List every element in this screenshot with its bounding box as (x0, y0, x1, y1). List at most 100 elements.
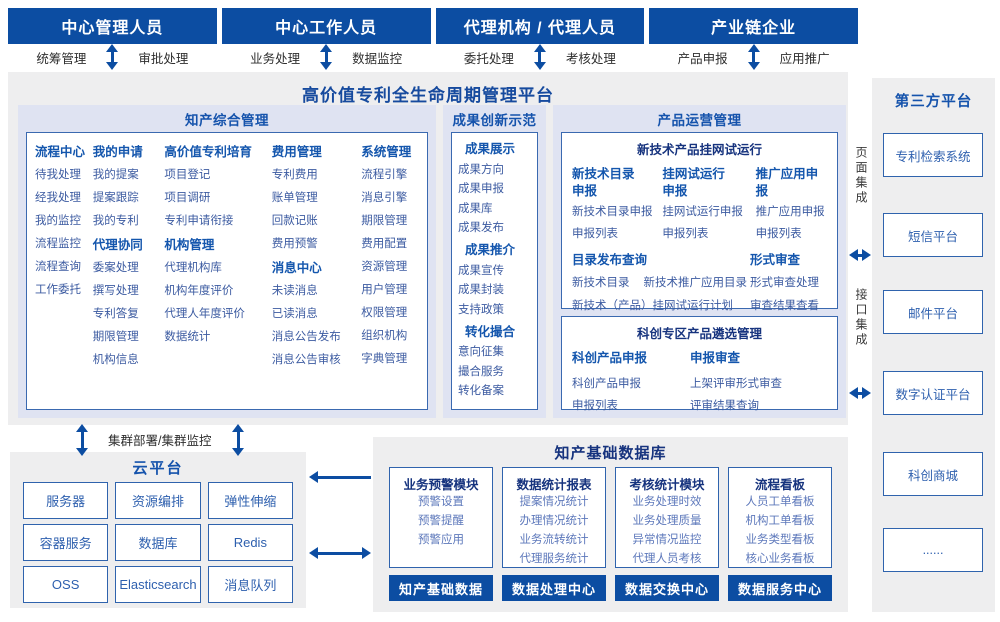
menu-item: 转化备案 (458, 385, 504, 398)
achievement-list: 成果展示成果方向成果申报成果库成果发布成果推介成果宣传成果封装支持政策转化撮合意… (452, 133, 537, 400)
third-party-panel: 第三方平台 专利检索系统短信平台邮件平台数字认证平台科创商城...... (872, 78, 995, 612)
menu-item: 消息引擎 (361, 191, 408, 204)
role-header: 中心管理人员 (8, 8, 217, 44)
menu-item: 专利申请衔接 (164, 214, 234, 227)
cloud-service-box: 容器服务 (23, 524, 109, 561)
cloud-service-box: OSS (23, 566, 109, 603)
db-center-bar: 数据服务中心 (728, 575, 832, 601)
db-module-box: 业务预警模块预警设置预警提醒预警应用 (389, 467, 493, 568)
menu-item: 评审结果查询 (690, 400, 759, 412)
cloud-service-box: 数据库 (115, 524, 201, 561)
ip-base-database-container: 知产基础数据库 业务预警模块预警设置预警提醒预警应用知产基础数据数据统计报表提案… (373, 437, 848, 612)
top-role-row: 中心管理人员统筹管理审批处理中心工作人员业务处理数据监控代理机构 / 代理人员委… (8, 8, 858, 70)
menu-group-header: 流程中心 (35, 144, 86, 159)
formal-review-items: 形式审查处理审查结果查看 (750, 270, 827, 316)
role-labels: 业务处理数据监控 (222, 44, 431, 70)
role-header: 产业链企业 (649, 8, 858, 44)
cloud-service-box: Elasticsearch (115, 566, 201, 603)
role-labels: 统筹管理审批处理 (8, 44, 217, 70)
menu-item: 消息公告审核 (271, 353, 341, 366)
cloud-service-box: 服务器 (23, 482, 109, 519)
menu-item: 项目调研 (164, 191, 211, 204)
menu-item: 撮合服务 (458, 365, 504, 378)
menu-item: 专利答复 (92, 307, 139, 320)
db-module-item: 业务处理时效 (632, 496, 702, 508)
section-achievement-demo: 成果创新示范 成果展示成果方向成果申报成果库成果发布成果推介成果宣传成果封装支持… (443, 105, 546, 418)
menu-group-header: 我的申请 (92, 144, 143, 159)
db-column: 业务预警模块预警设置预警提醒预警应用知产基础数据 (389, 467, 493, 601)
db-module-item: 预警设置 (418, 496, 464, 508)
prod-column: 科创产品申报科创产品申报申报列表 (572, 346, 690, 416)
menu-item: 期限管理 (361, 214, 408, 227)
cloud-service-box: 弹性伸缩 (207, 482, 293, 519)
third-party-box: 短信平台 (883, 213, 983, 257)
db-module-item: 代理服务统计 (519, 553, 589, 565)
achievement-box: 成果展示成果方向成果申报成果库成果发布成果推介成果宣传成果封装支持政策转化撮合意… (451, 132, 538, 410)
menu-item: 成果宣传 (458, 264, 504, 277)
db-module-item: 办理情况统计 (519, 515, 589, 527)
role-double-arrow-icon (320, 44, 333, 70)
menu-item: 撰写处理 (92, 284, 139, 297)
menu-item: 支持政策 (458, 303, 504, 316)
cloud-service-box: 资源编排 (115, 482, 201, 519)
db-column: 数据统计报表提案情况统计办理情况统计业务流转统计代理服务统计数据处理中心 (502, 467, 606, 601)
menu-item: 新技术目录 (572, 276, 630, 289)
new-tech-trial-bottom: 目录发布查询 新技术目录新技术推广应用目录 新技术（产品）挂网试运行计划 形式审… (562, 244, 837, 316)
cluster-arrow-right-icon (232, 424, 244, 456)
menu-item: 账单管理 (271, 191, 318, 204)
menu-item: 意向征集 (458, 346, 504, 359)
top-role-group: 中心工作人员业务处理数据监控 (221, 8, 431, 70)
menu-item: 流程监控 (35, 237, 81, 250)
top-role-group: 代理机构 / 代理人员委托处理考核处理 (435, 8, 645, 70)
prod-column: 申报审查上架评审形式审查评审结果查询 (690, 346, 782, 416)
third-party-box: ...... (883, 528, 983, 572)
catalog-publish-query-block: 目录发布查询 新技术目录新技术推广应用目录 新技术（产品）挂网试运行计划 (572, 246, 750, 316)
menu-group-header: 代理协同 (92, 237, 143, 252)
menu-item: 申报列表 (572, 228, 618, 240)
menu-item: 申报列表 (662, 228, 709, 240)
sci-innovation-selection-box: 科创专区产品遴选管理 科创产品申报科创产品申报申报列表申报审查上架评审形式审查评… (561, 316, 838, 412)
menu-item: 形式审查处理 (750, 276, 819, 289)
menu-item: 科创产品申报 (572, 378, 641, 390)
prod-column: 推广应用申报推广应用申报申报列表 (756, 162, 827, 244)
ipm-column: 我的申请我的提案提案跟踪我的专利代理协同委案处理撰写处理专利答复期限管理机构信息 (93, 138, 165, 370)
menu-item: 费用预警 (271, 237, 318, 250)
ipm-column: 流程中心待我处理经我处理我的监控流程监控流程查询工作委托 (35, 138, 93, 370)
db-module-item: 人员工单看板 (745, 496, 815, 508)
menu-item: 审查结果查看 (750, 299, 819, 312)
formal-review-block: 形式审查 形式审查处理审查结果查看 (750, 246, 827, 316)
menu-item: 成果方向 (458, 163, 504, 176)
role-label-right: 考核处理 (565, 51, 616, 66)
sci-innovation-selection-title: 科创专区产品遴选管理 (636, 327, 762, 341)
menu-item: 资源管理 (361, 260, 408, 273)
db-module-item: 代理人员考核 (632, 553, 702, 565)
menu-item: 推广应用申报 (755, 206, 825, 218)
menu-group-header: 新技术目录 申报 (572, 167, 635, 198)
menu-item: 项目登记 (164, 168, 211, 181)
db-module-header: 数据统计报表 (516, 478, 592, 492)
menu-group-header: 转化撮合 (465, 324, 516, 339)
menu-group-header: 机构管理 (164, 237, 215, 252)
menu-group-header: 消息中心 (271, 260, 322, 275)
db-column: 考核统计模块业务处理时效业务处理质量异常情况监控代理人员考核数据交换中心 (615, 467, 719, 601)
menu-group-header: 高价值专利培育 (164, 144, 252, 159)
menu-item: 工作委托 (35, 283, 81, 296)
menu-item: 权限管理 (361, 306, 408, 319)
cluster-arrow-left-icon (76, 424, 88, 456)
new-tech-trial-columns: 新技术目录 申报新技术目录申报申报列表挂网试运行 申报挂网试运行申报申报列表推广… (562, 158, 837, 244)
db-module-item: 机构工单看板 (745, 515, 815, 527)
db-module-header: 考核统计模块 (629, 478, 705, 492)
db-module-item: 业务处理质量 (632, 515, 702, 527)
role-label-right: 数据监控 (352, 51, 403, 66)
top-role-group: 中心管理人员统筹管理审批处理 (8, 8, 217, 70)
db-center-bar: 知产基础数据 (389, 575, 493, 601)
db-to-cloud-arrow-icon (309, 471, 371, 483)
menu-item: 组织机构 (361, 329, 408, 342)
catalog-publish-query-row2: 新技术（产品）挂网试运行计划 (572, 299, 733, 312)
menu-group-header: 申报审查 (690, 351, 741, 365)
db-center-bar: 数据处理中心 (502, 575, 606, 601)
menu-item: 申报列表 (572, 400, 618, 412)
third-party-box: 数字认证平台 (883, 371, 983, 415)
